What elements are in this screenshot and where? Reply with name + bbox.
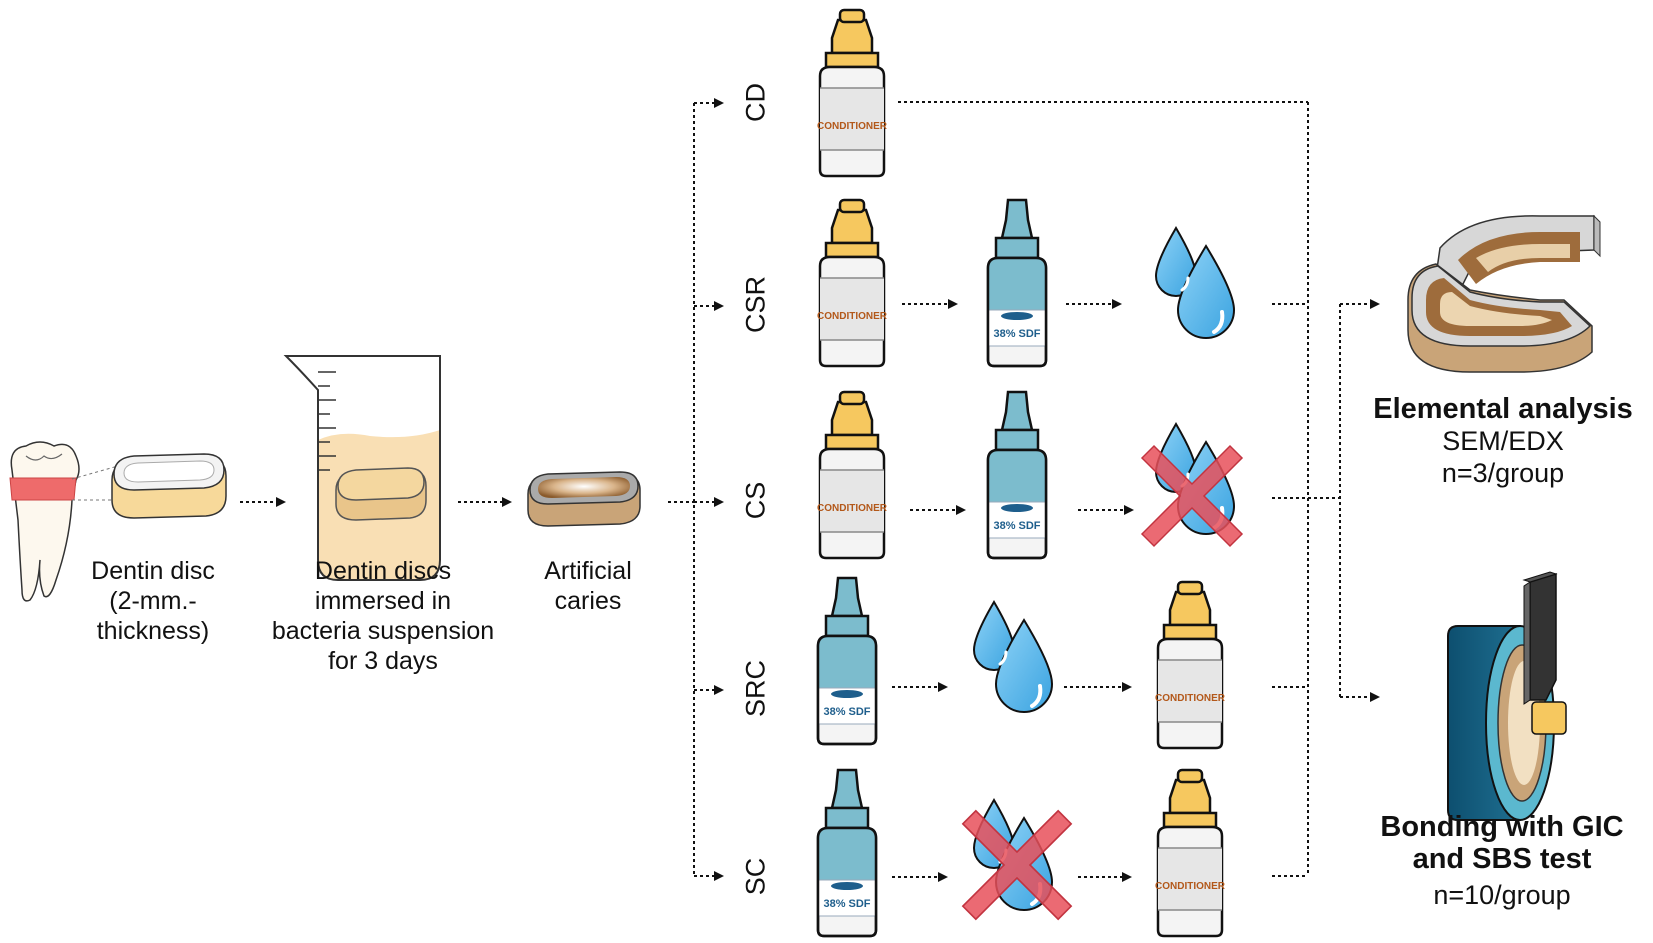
conditioner-label: CONDITIONER <box>1155 693 1226 704</box>
water-drops-icon <box>972 600 1054 714</box>
bonding-title-line2: and SBS test <box>1412 843 1592 875</box>
water-drops-icon <box>1154 226 1236 340</box>
caries-label: Artificial caries <box>528 556 648 616</box>
sdf-label: 38% SDF <box>993 328 1040 340</box>
conditioner-bottle-icon <box>818 8 886 178</box>
row-cs: CONDITIONER 38% SDF <box>817 390 1243 560</box>
conditioner-label: CONDITIONER <box>817 503 888 514</box>
conditioner-bottle-icon <box>1156 580 1224 750</box>
sdf-bottle-icon <box>986 390 1048 560</box>
bonding-block: Bonding with GIC and SBS test n=10/group <box>1362 812 1642 910</box>
group-label-sc: SC <box>740 857 771 896</box>
caries-disc-icon <box>527 471 641 527</box>
conditioner-label: CONDITIONER <box>817 121 888 132</box>
elemental-method: SEM/EDX <box>1442 426 1564 456</box>
group-label-cd: CD <box>740 83 771 122</box>
sbs-test-icon <box>1447 571 1567 821</box>
elemental-n: n=3/group <box>1441 458 1565 488</box>
tooth-icon <box>9 441 80 602</box>
conditioner-bottle-icon <box>1156 768 1224 938</box>
beaker-label-line: immersed in <box>314 587 452 615</box>
group-label-csr: CSR <box>740 276 771 334</box>
flow-arrows <box>240 98 1380 882</box>
caries-label-line: caries <box>554 587 622 615</box>
conditioner-bottle-icon <box>818 198 886 368</box>
disc-zoom-lines <box>71 465 119 501</box>
bonding-n: n=10/group <box>1433 880 1571 910</box>
disc-label: Dentin disc (2-mm.- thickness) <box>78 556 228 646</box>
row-cd: CONDITIONER <box>817 8 888 178</box>
row-csr: CONDITIONER 38% SDF <box>817 198 1236 368</box>
sdf-label: 38% SDF <box>993 520 1040 532</box>
beaker-label: Dentin discs immersed in bacteria suspen… <box>258 556 508 676</box>
sdf-label: 38% SDF <box>823 898 870 910</box>
elemental-analysis-block: Elemental analysis SEM/EDX n=3/group <box>1358 394 1648 488</box>
conditioner-label: CONDITIONER <box>817 311 888 322</box>
sdf-bottle-icon <box>986 198 1048 368</box>
disc-label-line: (2-mm.- <box>109 587 197 615</box>
beaker-label-line: bacteria suspension <box>271 617 495 645</box>
conditioner-bottle-icon <box>818 390 886 560</box>
disc-icon <box>111 453 227 519</box>
group-label-cs: CS <box>740 481 771 520</box>
elemental-title: Elemental analysis <box>1373 393 1633 425</box>
beaker-icon <box>283 355 441 581</box>
bonding-title-line1: Bonding with GIC <box>1380 811 1624 843</box>
row-src: 38% SDF CONDITIONER <box>816 576 1226 750</box>
sdf-bottle-icon <box>816 768 878 938</box>
row-sc: 38% SDF CONDITIONER <box>816 768 1226 938</box>
sectioned-disc-icon <box>1407 214 1601 373</box>
disc-label-line: thickness) <box>96 617 210 645</box>
caries-label-line: Artificial <box>544 557 632 585</box>
beaker-label-line: for 3 days <box>328 647 438 675</box>
sdf-label: 38% SDF <box>823 706 870 718</box>
beaker-label-line: Dentin discs <box>314 557 452 585</box>
group-label-src: SRC <box>740 660 771 718</box>
sdf-bottle-icon <box>816 576 878 746</box>
conditioner-label: CONDITIONER <box>1155 881 1226 892</box>
disc-label-line: Dentin disc <box>91 557 215 585</box>
